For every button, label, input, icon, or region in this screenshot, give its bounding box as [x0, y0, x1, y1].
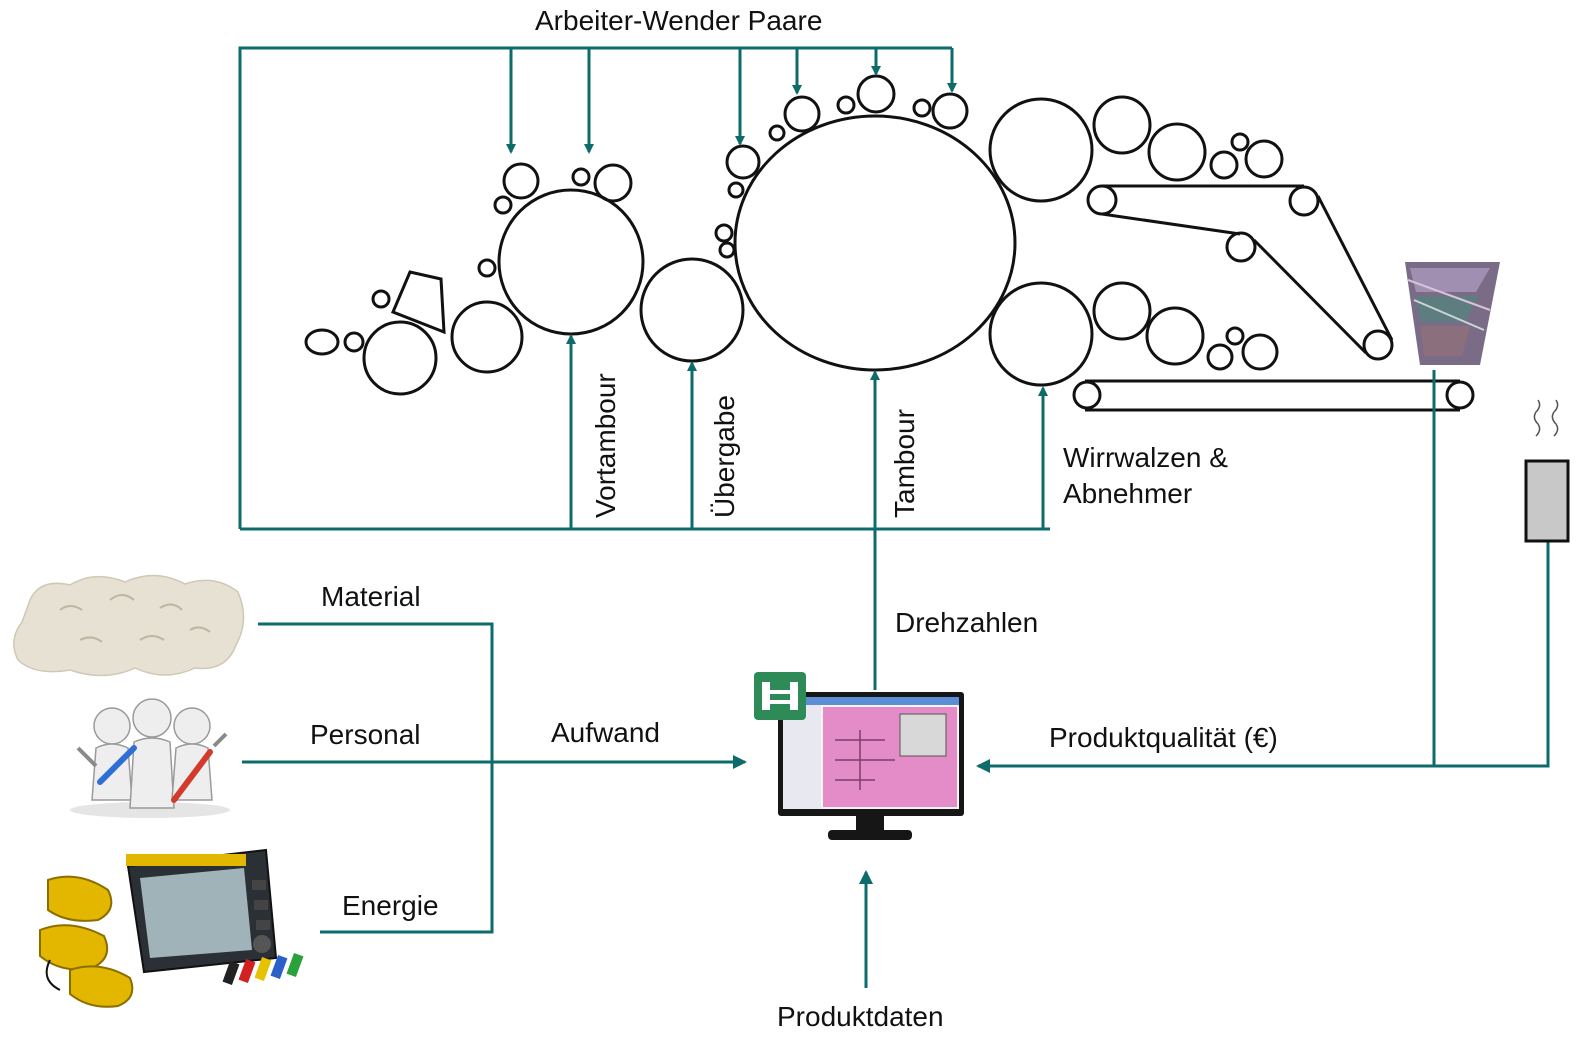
wirrwalze-upper-4	[1230, 132, 1250, 152]
vortambour-worker-2	[593, 163, 633, 203]
belt-roller-2	[1288, 185, 1320, 217]
tambour-stripper-4	[768, 124, 786, 142]
tambour-stripper-2	[714, 223, 734, 243]
tambour-stripper-6	[912, 98, 932, 118]
uebergabe-roller	[639, 257, 745, 363]
carding-machine	[304, 74, 1475, 412]
tambour-stripper-1	[727, 181, 745, 199]
licker-in-roller	[362, 320, 438, 396]
wirrwalze-upper-5	[1244, 139, 1284, 179]
tambour-stripper-3	[718, 241, 736, 259]
uebergabe-label: Übergabe	[709, 395, 740, 518]
material-label: Material	[321, 581, 421, 612]
intake-roller-small	[304, 328, 340, 356]
feed-roller-tiny	[371, 289, 391, 309]
app-icon	[754, 672, 806, 720]
lower-belt-roller-1	[1072, 380, 1102, 410]
vortambour-label: Vortambour	[590, 373, 621, 518]
tambour-worker-2	[783, 95, 821, 133]
vortambour-stripper-2	[571, 167, 591, 187]
wirrwalze-lower-5	[1241, 333, 1279, 371]
process-monitor-screen-icon	[778, 692, 964, 840]
intake-roller-tiny	[343, 331, 365, 353]
tambour-label: Tambour	[889, 409, 920, 518]
doffer-upper	[988, 97, 1094, 203]
tambour-worker-3	[856, 74, 896, 114]
wirrwalze-upper-1	[1092, 95, 1152, 155]
doffer-lower	[988, 281, 1094, 387]
drehzahlen-label: Drehzahlen	[895, 607, 1039, 638]
transfer-roller-1	[450, 300, 524, 374]
worker-pairs-label: Arbeiter-Wender Paare	[535, 5, 823, 36]
wirrwalze-lower-1	[1092, 281, 1152, 341]
vortambour-worker-1	[502, 162, 540, 200]
power-analyzer-icon	[39, 848, 304, 1008]
workers-with-tools-icon	[70, 698, 230, 818]
tambour-worker-4	[931, 92, 969, 130]
vortambour-stripper-3	[477, 258, 497, 278]
tambour-stripper-5	[836, 95, 856, 115]
belt-roller-1	[1086, 184, 1118, 216]
wirrwalze-lower-4	[1225, 326, 1245, 346]
tambour-worker-1	[725, 144, 761, 180]
produktdaten-label: Produktdaten	[777, 1001, 944, 1032]
belt-roller-3	[1225, 231, 1257, 263]
wirrwalze-lower-2	[1145, 306, 1205, 366]
aufwand-label: Aufwand	[551, 717, 660, 748]
wirrwalze-upper-2	[1147, 122, 1207, 182]
quality-sensor-icon	[1524, 399, 1570, 543]
cotton-fiber-icon	[13, 574, 245, 677]
wirrwalze-lower-3	[1206, 343, 1234, 371]
fibre-web-output-icon	[1405, 262, 1500, 365]
energie-label: Energie	[342, 890, 439, 921]
main-tambour	[733, 114, 1017, 372]
vortambour-stripper-1	[493, 195, 513, 215]
vortambour-drum	[497, 188, 645, 336]
wirrwalze-upper-3	[1209, 150, 1239, 180]
belt-roller-4	[1362, 329, 1394, 361]
personal-label: Personal	[310, 719, 421, 750]
control-lines	[238, 46, 1550, 988]
feed-plate	[391, 270, 446, 335]
lower-belt-roller-2	[1445, 380, 1475, 410]
produktqualitaet-label: Produktqualität (€)	[1049, 722, 1278, 753]
wirrwalzen-label: Wirrwalzen & Abnehmer	[1063, 442, 1228, 510]
